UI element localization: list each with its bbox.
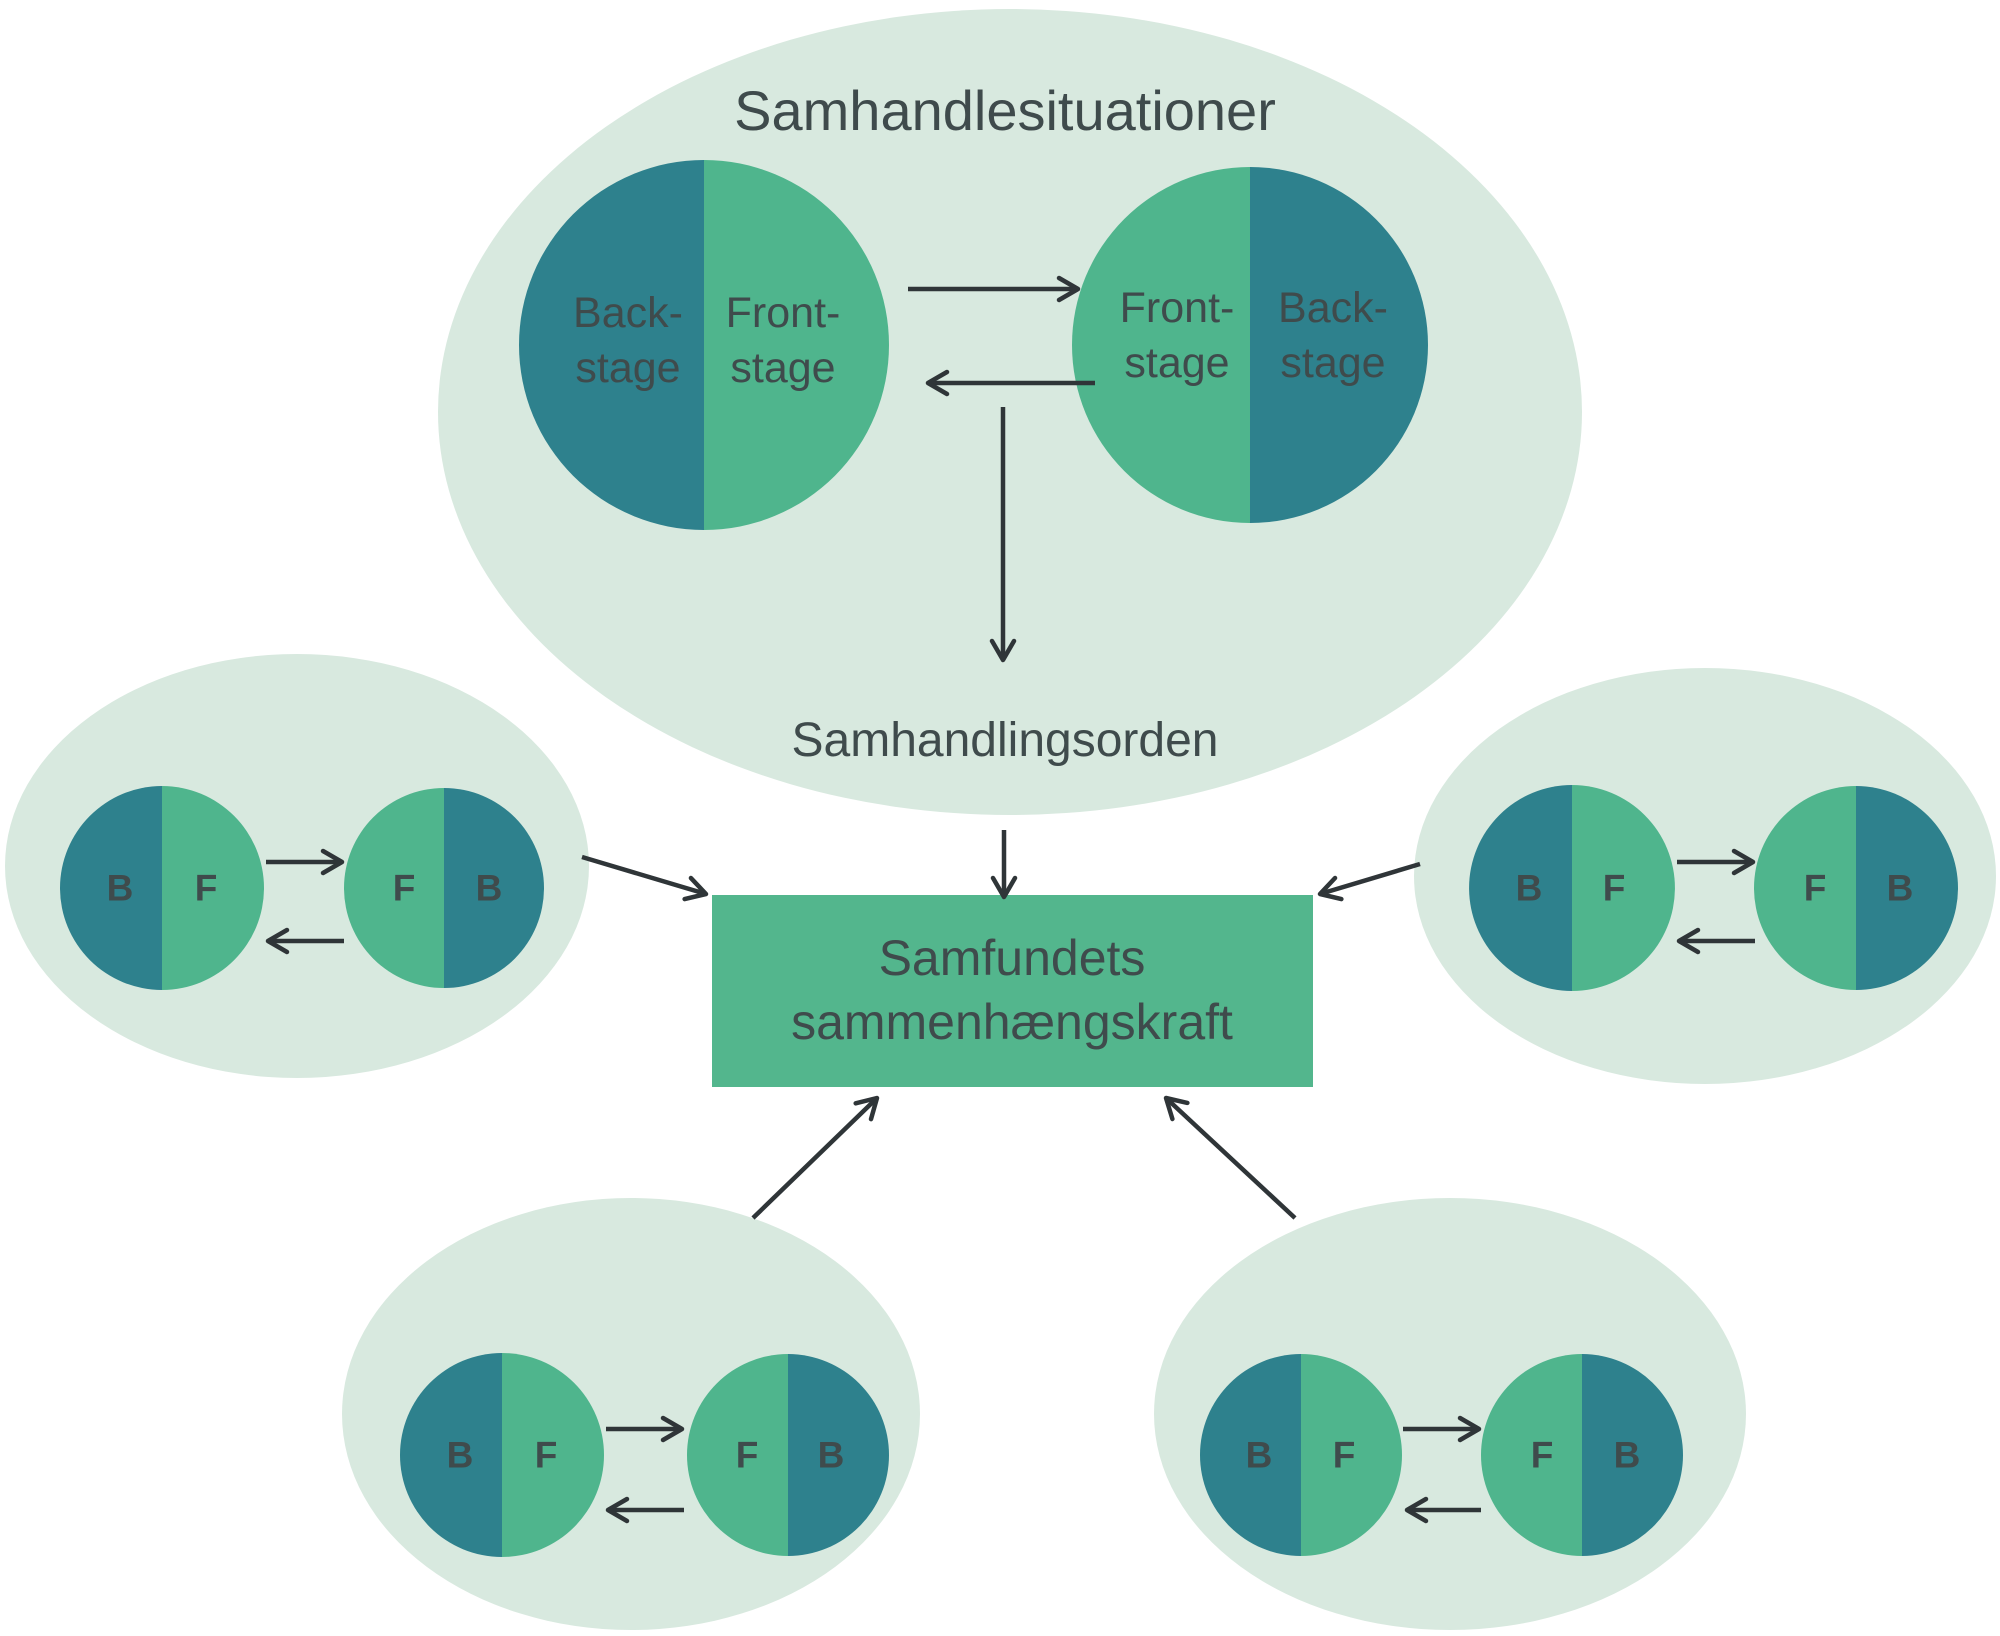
mini-actor-circle-fb: F B [1754,786,1958,990]
arrow-bottom-right-to-cohesion [1163,1095,1297,1220]
frontstage-label-line1: Front- [1120,284,1235,332]
situation-ellipse-bottom-right-group: B F F B [1154,1198,1746,1630]
backstage-half [788,1354,889,1556]
backstage-label-line1: Back- [573,289,683,337]
mini-actor-circle-bf: B F [60,786,264,990]
backstage-half [1200,1354,1301,1556]
mini-backstage-label: B [447,1435,474,1476]
mini-backstage-label: B [1614,1435,1641,1476]
mini-actor-circle-fb: F B [1481,1354,1683,1556]
frontstage-label-line2: stage [1124,339,1229,387]
frontstage-half [162,786,264,990]
mini-backstage-label: B [476,868,503,909]
frontstage-half [1481,1354,1582,1556]
frontstage-half [1072,167,1250,523]
backstage-half [444,788,544,988]
cohesion-label-line1: Samfundets [879,930,1146,986]
arrow-right-to-cohesion [1317,861,1421,902]
frontstage-half [1754,786,1856,990]
interaction-situations-title: Samhandlesituationer [734,79,1276,142]
mini-actor-circle-fb: F B [687,1354,889,1556]
mini-actor-circle-bf: B F [1200,1354,1402,1556]
situation-ellipse-left-group: B F F B [5,654,589,1078]
arrow-bottom-left-to-cohesion [751,1095,880,1220]
mini-backstage-label: B [107,868,134,909]
mini-frontstage-label: F [195,868,218,909]
mini-backstage-label: B [1516,868,1543,909]
actor-circle-top-right: Front- stage Back- stage [1072,167,1428,523]
mini-backstage-label: B [1887,868,1914,909]
frontstage-half [344,788,444,988]
backstage-half [1582,1354,1683,1556]
backstage-half [1856,786,1958,990]
backstage-half [60,786,162,990]
mini-frontstage-label: F [1531,1435,1554,1476]
backstage-half [1469,785,1572,991]
arrow-left-to-cohesion [581,854,709,902]
mini-frontstage-label: F [393,868,416,909]
mini-frontstage-label: F [1804,868,1827,909]
mini-frontstage-label: F [1333,1435,1356,1476]
backstage-label-line1: Back- [1278,284,1388,332]
mini-actor-circle-bf: B F [1469,785,1675,991]
frontstage-label-line1: Front- [726,289,841,337]
mini-backstage-label: B [818,1435,845,1476]
mini-actor-circle-fb: F B [344,788,544,988]
mini-frontstage-label: F [736,1435,759,1476]
backstage-label-line2: stage [575,344,680,392]
situation-ellipse-right-group: B F F B [1414,668,1996,1084]
social-cohesion-box [712,895,1313,1087]
interaction-order-label: Samhandlingsorden [792,714,1219,767]
frontstage-half [1301,1354,1402,1556]
frontstage-half [502,1353,604,1557]
backstage-half [400,1353,502,1557]
backstage-label-line2: stage [1280,339,1385,387]
frontstage-half [687,1354,788,1556]
mini-frontstage-label: F [535,1435,558,1476]
cohesion-label-line2: sammenhængskraft [791,994,1233,1050]
mini-actor-circle-bf: B F [400,1353,604,1557]
backstage-half [519,160,704,530]
situation-ellipse-bottom-left-group: B F F B [342,1198,920,1630]
backstage-half [1250,167,1428,523]
frontstage-half [704,160,889,530]
frontstage-half [1572,785,1675,991]
interaction-situations-group: Samhandlesituationer Back- stage Front- … [438,9,1582,815]
frontstage-label-line2: stage [730,344,835,392]
mini-frontstage-label: F [1603,868,1626,909]
mini-backstage-label: B [1246,1435,1273,1476]
actor-circle-top-left: Back- stage Front- stage [519,160,889,530]
